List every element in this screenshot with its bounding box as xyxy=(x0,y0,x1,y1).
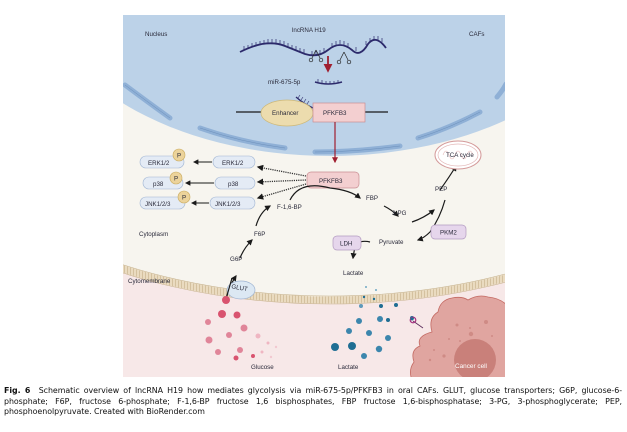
3pg-label: 3-PG xyxy=(392,210,407,217)
scissors-icon xyxy=(336,51,352,65)
scissors-icon xyxy=(308,49,324,63)
svg-text:P: P xyxy=(177,153,181,160)
g6p-label: G6P xyxy=(230,256,242,263)
lncrna-bases xyxy=(243,36,383,55)
glycolysis-schematic: Nucleus CAFs Cytoplasm Cytomembrane lncR… xyxy=(123,15,505,377)
phospho-jnk: JNK1/2/3 P xyxy=(139,190,191,210)
mirna-label: miR-675-5p xyxy=(268,79,301,86)
caption-text: Schematic overview of lncRNA H19 how med… xyxy=(4,386,623,417)
kinase-p38: p38 xyxy=(214,176,256,190)
phospho-p38: p38 P xyxy=(142,171,184,190)
glucose-label: Glucose xyxy=(251,364,274,371)
svg-text:JNK1/2/3: JNK1/2/3 xyxy=(215,201,241,208)
mitochondrion-icon xyxy=(434,140,482,170)
svg-text:JNK1/2/3: JNK1/2/3 xyxy=(145,201,171,208)
ldh-box xyxy=(332,235,362,251)
phosphorylation-arrows xyxy=(184,159,214,206)
phosphate-icon xyxy=(172,148,186,162)
figure-caption: Fig. 6 Schematic overview of lncRNA H19 … xyxy=(4,386,622,418)
glut-uptake-arrow xyxy=(225,277,233,300)
figure-number: Fig. 6 xyxy=(4,386,31,395)
tca-cycle-label: TCA cycle xyxy=(446,152,474,159)
svg-text:ERK1/2: ERK1/2 xyxy=(148,160,170,167)
cafs-label: CAFs xyxy=(469,31,484,38)
svg-text:P: P xyxy=(182,195,186,202)
f6p-label: F6P xyxy=(254,231,265,238)
svg-text:ERK1/2: ERK1/2 xyxy=(222,160,244,167)
intracellular-lactate-label: Lactate xyxy=(343,270,364,277)
svg-text:p38: p38 xyxy=(153,181,164,188)
cytoplasm-label: Cytoplasm xyxy=(139,231,168,238)
kinase-erk: ERK1/2 xyxy=(212,155,256,169)
pkm2-box xyxy=(430,224,467,240)
f16bp-label: F-1,6-BP xyxy=(277,204,302,211)
phosphate-icon xyxy=(169,171,183,185)
membrane-inner-line xyxy=(123,264,505,297)
mirna-fragment xyxy=(314,81,343,85)
cancer-cell-vesicles xyxy=(428,320,493,362)
svg-text:p38: p38 xyxy=(228,181,239,188)
ldh-label: LDH xyxy=(340,241,352,248)
glucose-molecules xyxy=(205,296,278,361)
pfkfb3-protein-label: PFKFB3 xyxy=(319,178,343,185)
pfkfb3-to-kinase-arrows xyxy=(256,164,307,200)
nucleus-label: Nucleus xyxy=(145,31,167,38)
pkm2-label: PKM2 xyxy=(440,230,457,237)
nucleus-region xyxy=(123,15,505,156)
cancer-cell-nucleus xyxy=(454,339,496,377)
phosphate-icon xyxy=(177,190,191,204)
pfkfb3-gene-label: PFKFB3 xyxy=(323,110,347,117)
glut-label: GLUT xyxy=(231,283,249,293)
kinase-jnk: JNK1/2/3 xyxy=(209,196,256,210)
pep-label: PEP xyxy=(435,186,447,193)
extracellular-lactate-label: Lactate xyxy=(338,364,359,371)
lactate-receptor-icon xyxy=(409,316,424,329)
cytomembrane-label: Cytomembrane xyxy=(128,278,171,285)
lncrna-h19-label: lncRNA H19 xyxy=(292,27,326,34)
membrane-outer-line xyxy=(123,272,505,305)
pfkfb3-gene-box xyxy=(312,102,366,123)
cancer-cell-label: Cancer cell xyxy=(455,363,487,370)
lactate-molecules xyxy=(331,286,414,359)
fbp-label: FBP xyxy=(366,195,378,202)
enhancer-label: Enhancer xyxy=(272,110,299,117)
glut-transporter xyxy=(226,280,256,300)
pyruvate-label: Pyruvate xyxy=(379,239,404,246)
cell-membrane xyxy=(123,265,505,304)
phospho-erk: ERK1/2 P xyxy=(139,148,186,169)
svg-text:P: P xyxy=(174,176,178,183)
